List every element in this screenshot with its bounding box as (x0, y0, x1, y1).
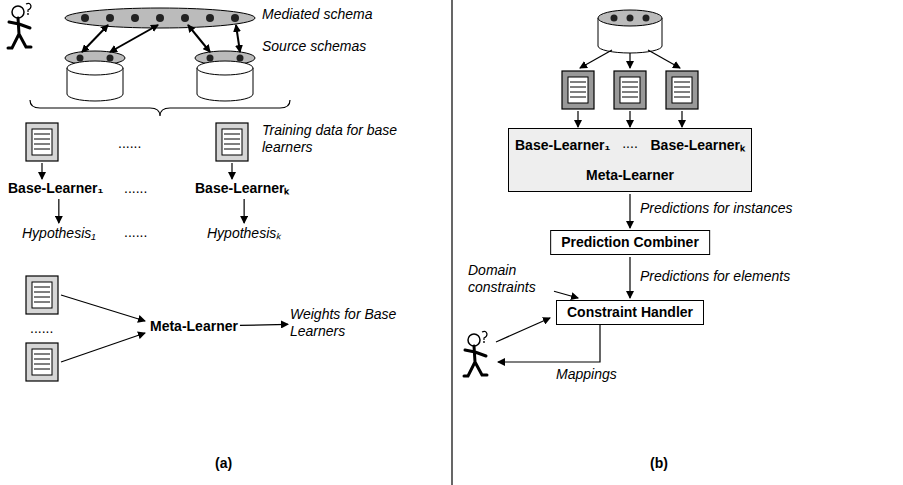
node-text: Meta-Learner (150, 318, 238, 335)
node-text: Constraint Handler (567, 304, 693, 321)
label: Mediated schema (262, 6, 373, 23)
label: ...... (30, 320, 53, 337)
edge-label: Predictions for elements (640, 268, 790, 285)
node-text: Base-Learner₁ (8, 180, 103, 197)
label: (a) (215, 455, 232, 472)
learner-text: Base-Learnerₖ (651, 137, 746, 154)
label: ...... (124, 180, 147, 197)
node-text: Hypothesisₖ (207, 225, 281, 242)
node-text: Prediction Combiner (561, 234, 699, 251)
label: ...... (118, 135, 141, 152)
learner-text: Base-Learnerₖ (195, 180, 290, 197)
label: (b) (650, 455, 668, 472)
learner-text: Meta-Learner (150, 318, 238, 335)
label: Training data for base learners (262, 122, 402, 156)
edge-label: Predictions for instances (640, 200, 793, 217)
node-text: Base-Learnerₖ (651, 137, 746, 154)
learner-text: Base-Learner₁ (8, 180, 103, 197)
arrow-connector (244, 199, 245, 223)
node-text: Base-Learnerₖ (195, 180, 290, 197)
label: ...... (124, 224, 147, 241)
weights-text: Weights for Base Learners (290, 306, 402, 340)
arrow-connector (554, 291, 578, 298)
label: Source schemas (262, 38, 366, 55)
node-text: Weights for Base Learners (290, 306, 402, 340)
label: Mappings (556, 366, 617, 383)
arrow-connector (629, 194, 630, 228)
node-text: Meta-Learner (586, 167, 674, 184)
process-box: Constraint Handler (556, 300, 704, 325)
node-text: .... (622, 135, 638, 152)
node-text: Base-Learner₁ (515, 137, 610, 154)
learner-text: Base-Learner₁ (515, 137, 610, 154)
learner-group-box: .... Base-Learner₁ Base-LearnerₖMeta-Learn… (508, 128, 752, 192)
hypothesis-text: Hypothesisₖ (207, 225, 281, 242)
arrow-connector (240, 324, 288, 325)
process-box: Prediction Combiner (550, 230, 710, 255)
arrow-connector (629, 257, 630, 298)
node-text: Hypothesis₁ (22, 225, 96, 242)
learner-text: Meta-Learner (586, 167, 674, 184)
arrow-connector (58, 199, 59, 223)
node-text: Domain constraints (468, 262, 552, 296)
constraint-text: Domain constraints (468, 262, 552, 296)
hypothesis-text: Hypothesis₁ (22, 225, 96, 242)
